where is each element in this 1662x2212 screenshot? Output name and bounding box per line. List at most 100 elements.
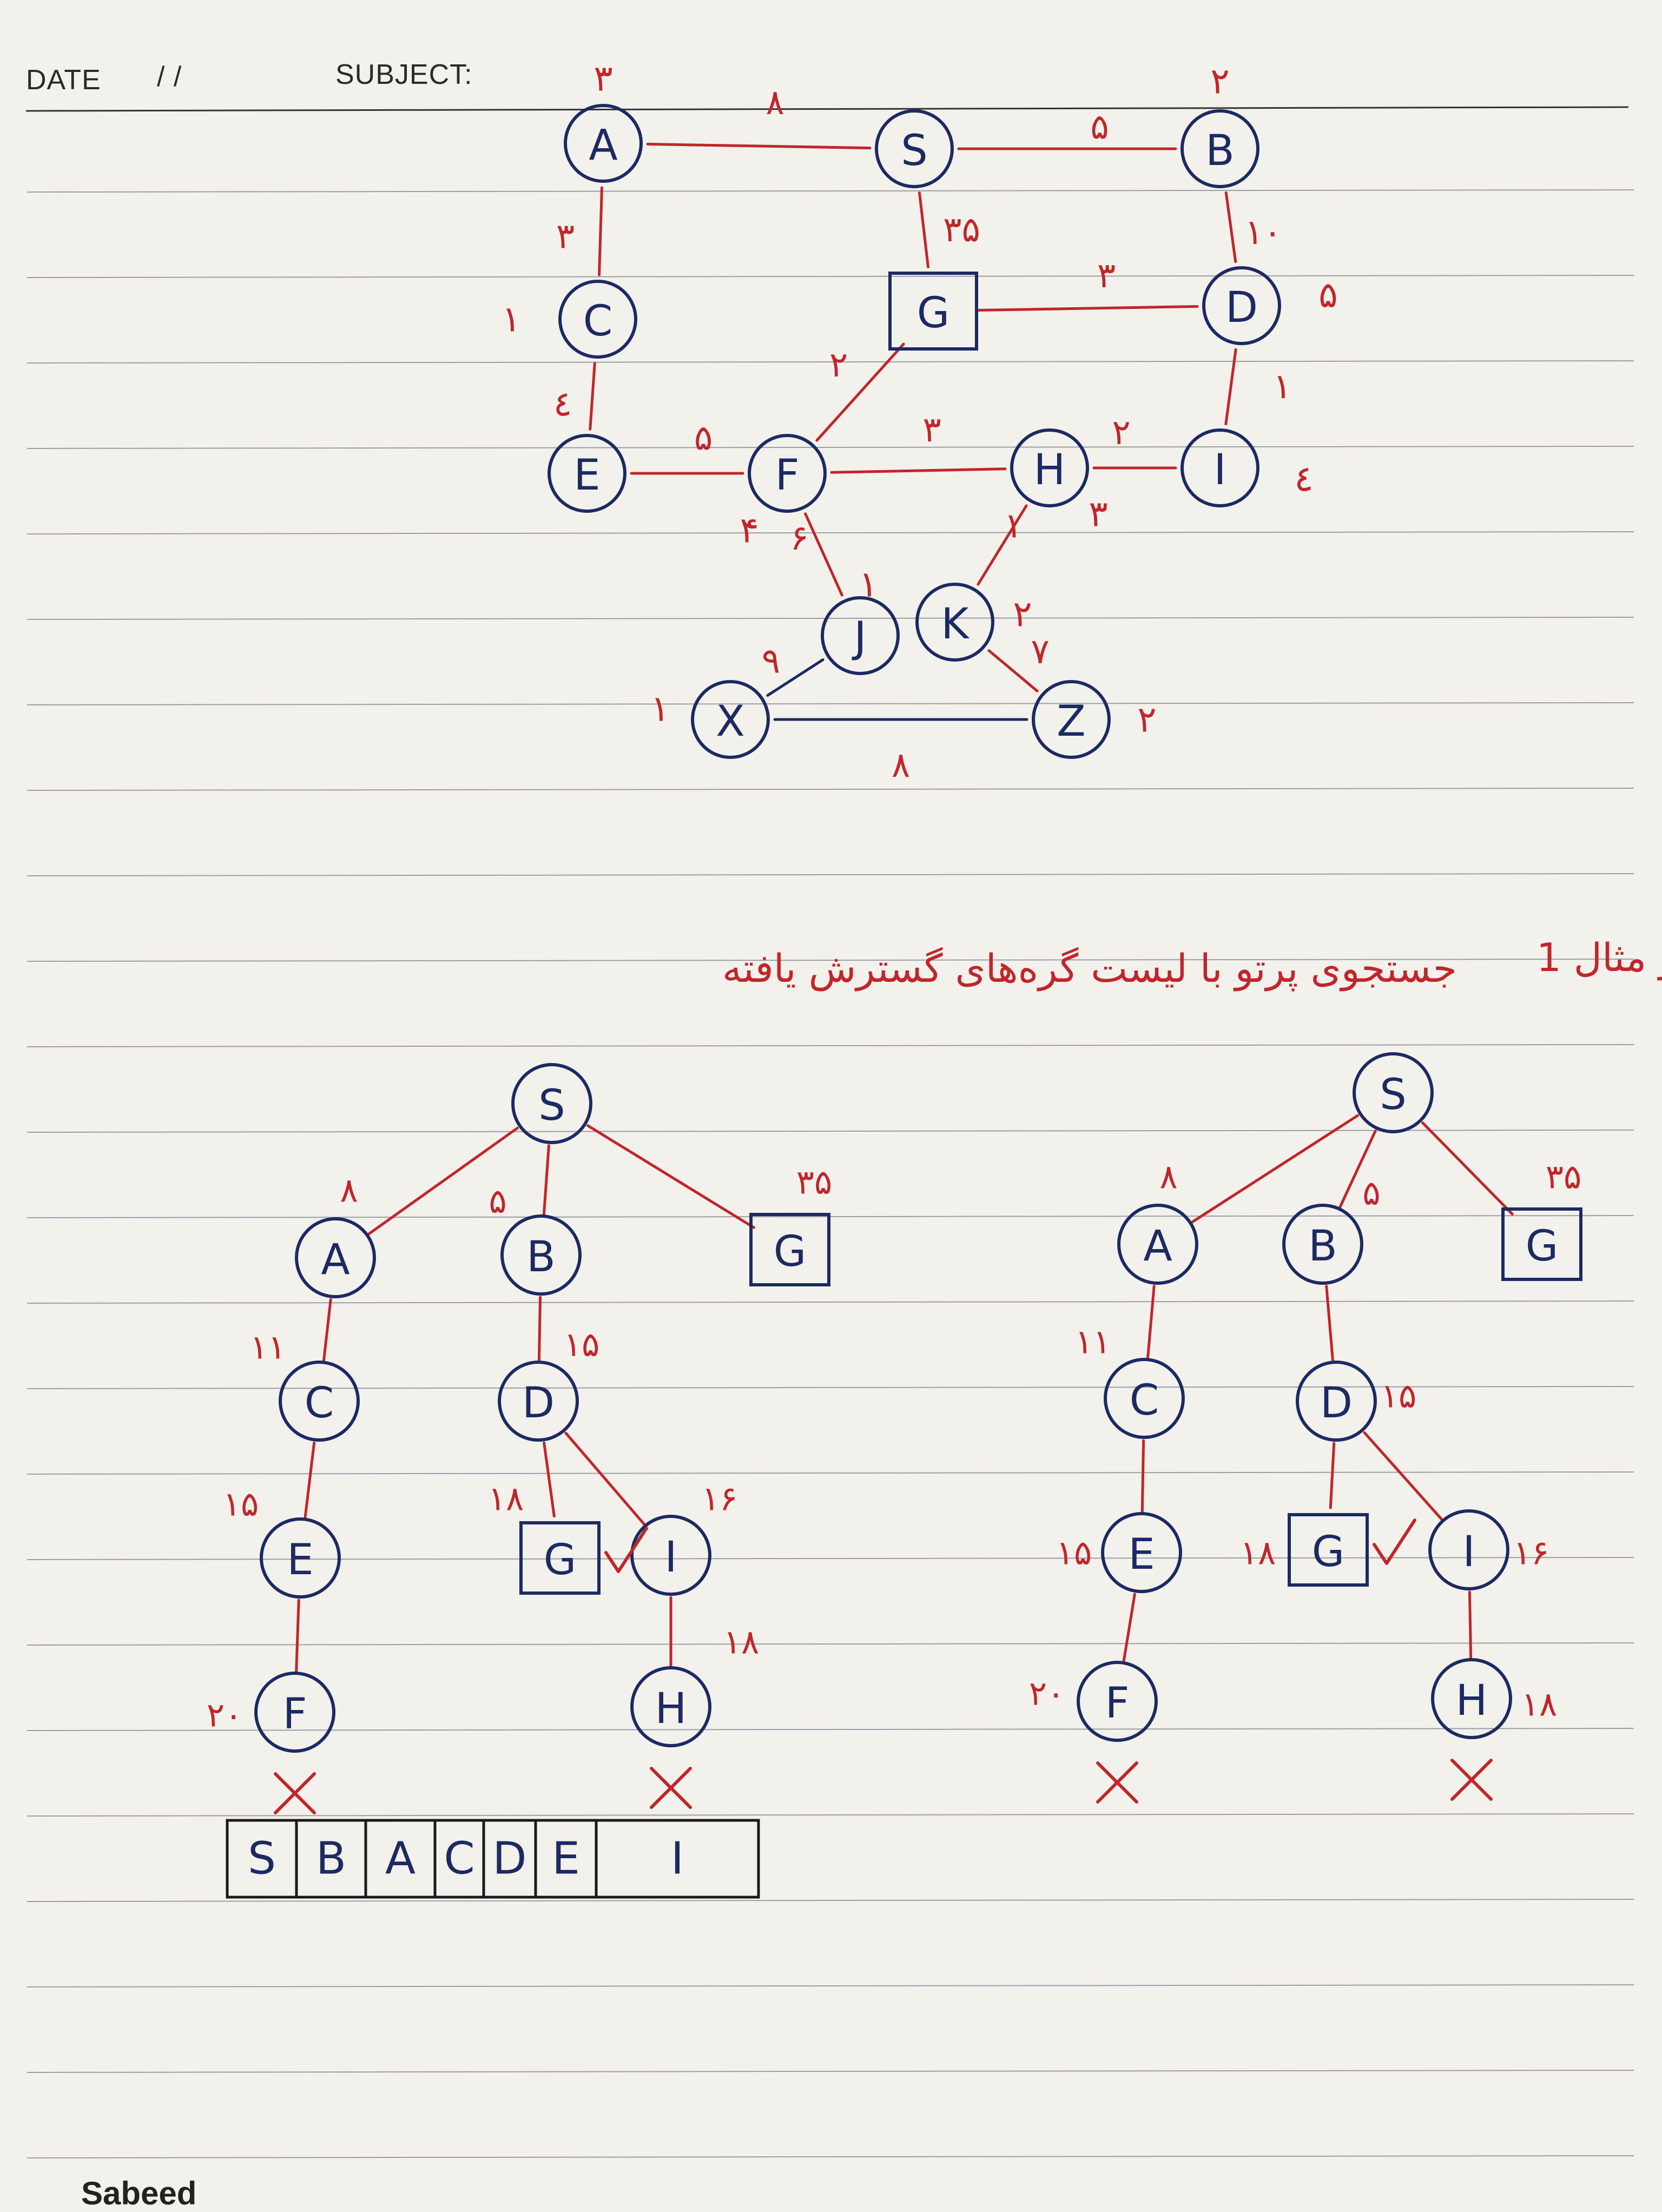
- graph-node-i: [1180, 428, 1259, 507]
- tree-goal-node: [1288, 1513, 1369, 1587]
- ruled-lines: [25, 106, 1634, 2158]
- node-label-g: G: [917, 289, 949, 338]
- tree-edge-s-g1: [586, 1124, 756, 1229]
- ruled-line: [27, 1471, 1634, 1475]
- ruled-line: [27, 959, 1634, 962]
- tree-node-b: [500, 1214, 582, 1296]
- tree-node-f: [1077, 1661, 1158, 1742]
- pruned-x-mark: [650, 1767, 692, 1809]
- tree-node-i: [1428, 1509, 1509, 1590]
- tree-edge-a-c: [322, 1298, 332, 1364]
- path-cost-label: ۱۱: [1075, 1322, 1111, 1362]
- path-cost-label: ۸: [1159, 1157, 1177, 1197]
- graph-edge-j-x: [766, 658, 825, 697]
- node-label-d: D: [1225, 283, 1258, 332]
- path-cost-label: ۳۵: [796, 1163, 833, 1202]
- graph-edge-g-f: [815, 342, 905, 442]
- edge-weight-label: ۱۰: [1245, 213, 1282, 253]
- tree-node-label: C: [305, 1379, 334, 1428]
- edge-weight-label: ۵: [694, 418, 713, 458]
- tree-node-label: G: [1526, 1222, 1558, 1271]
- tree-node-label: I: [664, 1533, 677, 1582]
- graph-node-x: [691, 680, 770, 759]
- heuristic-label: ۳: [1089, 493, 1107, 535]
- edge-weight-label: ٤: [553, 385, 572, 425]
- edge-weight-label: ۲: [829, 345, 848, 385]
- graph-node-b: [1180, 109, 1259, 188]
- tree-node-a: [295, 1217, 376, 1298]
- date-slashes: / /: [157, 61, 182, 93]
- tree-node-label: F: [1105, 1679, 1130, 1728]
- path-cost-label: ۲۰: [207, 1695, 243, 1735]
- tree-goal-node: [749, 1213, 830, 1286]
- tree-node-label: H: [1456, 1676, 1488, 1725]
- graph-node-c: [558, 280, 637, 359]
- ruled-line: [27, 531, 1634, 534]
- path-cost-label: ۵: [1362, 1173, 1380, 1213]
- tree-edge-d-i: [1363, 1431, 1445, 1522]
- heuristic-label: ۲: [1137, 699, 1156, 741]
- graph-edge-f-h: [830, 467, 1007, 474]
- heuristic-label: ۲: [1210, 61, 1229, 102]
- tree-node-label: E: [287, 1536, 313, 1584]
- ruled-line: [27, 873, 1634, 876]
- ruled-line: [27, 2155, 1634, 2158]
- graph-edge-d-i: [1224, 348, 1237, 426]
- tree-edge-i-h: [1468, 1590, 1473, 1661]
- node-label-z: Z: [1057, 697, 1085, 746]
- tree-node-label: C: [1130, 1376, 1159, 1425]
- graph-edge-b-d: [1224, 191, 1237, 263]
- graph-node-j: [821, 596, 900, 675]
- ruled-line: [27, 1728, 1634, 1731]
- node-label-b: B: [1205, 127, 1235, 175]
- pruned-x-mark: [274, 1772, 316, 1814]
- heuristic-label: ۲: [1013, 593, 1032, 635]
- edge-weight-label: ۲: [1112, 413, 1130, 453]
- ruled-line: [27, 1300, 1634, 1304]
- tree-node-c: [279, 1361, 360, 1442]
- expanded-node-cell: C: [444, 1833, 474, 1885]
- node-label-f: F: [775, 451, 800, 500]
- path-cost-label: ۱۶: [1513, 1533, 1549, 1573]
- subject-label: SUBJECT:: [335, 59, 473, 90]
- graph-node-h: [1010, 428, 1089, 507]
- graph-node-z: [1032, 680, 1111, 759]
- tree-node-label: S: [538, 1081, 565, 1130]
- tree-node-b: [1282, 1204, 1363, 1285]
- node-label-k: K: [941, 600, 970, 649]
- ruled-line: [27, 1130, 1634, 1133]
- pruned-x-mark: [1096, 1761, 1138, 1804]
- node-label-a: A: [589, 121, 617, 170]
- heuristic-label: ۳: [593, 58, 612, 100]
- ruled-line: [27, 360, 1634, 364]
- expanded-node-cell: D: [492, 1833, 526, 1885]
- node-label-x: X: [716, 697, 744, 746]
- edge-weight-label: ۳: [922, 410, 941, 450]
- node-label-e: E: [573, 451, 600, 500]
- tree-node-label: G: [774, 1227, 806, 1276]
- tree-node-label: G: [544, 1536, 576, 1584]
- heuristic-label: ۱: [650, 688, 669, 730]
- ruled-line: [27, 1044, 1634, 1047]
- path-cost-label: ۱۵: [1381, 1376, 1417, 1416]
- ruled-line: [27, 617, 1634, 620]
- tree-edge-e-f: [295, 1599, 300, 1675]
- tree-node-label: S: [1380, 1071, 1407, 1119]
- path-cost-label: ۱۸: [1521, 1685, 1558, 1724]
- tree-node-label: A: [1143, 1222, 1172, 1271]
- tree-edge-s-a: [366, 1126, 519, 1237]
- tree-node-s: [511, 1063, 592, 1144]
- path-cost-label: ۱۸: [1240, 1533, 1276, 1573]
- tree-node-e: [1101, 1512, 1182, 1593]
- path-cost-label: ۳۵: [1546, 1157, 1582, 1197]
- tree-edge-e-f: [1122, 1593, 1136, 1665]
- ruled-line: [27, 1557, 1634, 1560]
- graph-node-d: [1202, 266, 1281, 345]
- tree-edge-a-c: [1146, 1285, 1156, 1361]
- graph-edge-s-g: [918, 191, 929, 269]
- tree-node-label: D: [522, 1379, 555, 1428]
- graph-edge-g-d: [976, 305, 1199, 312]
- tree-node-label: D: [1320, 1379, 1353, 1428]
